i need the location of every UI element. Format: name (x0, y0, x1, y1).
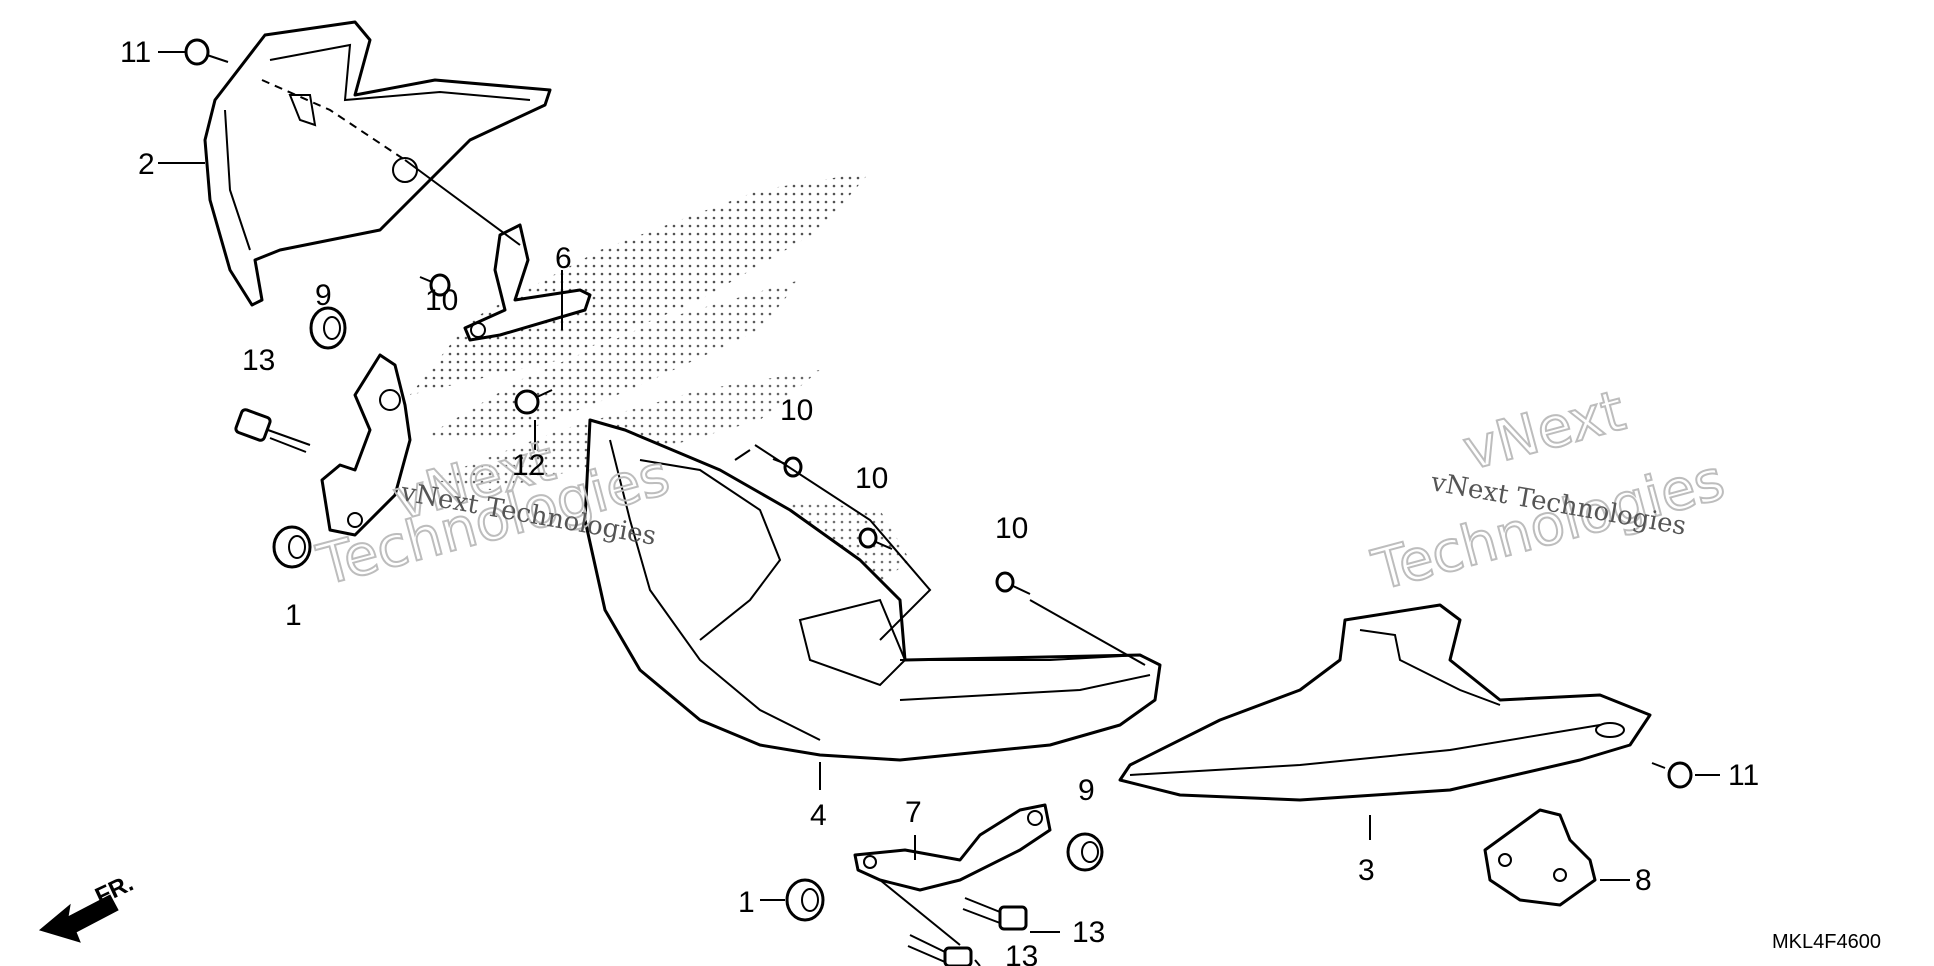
callout-8: 8 (1635, 864, 1652, 897)
grommet-part-9-upper[interactable] (309, 306, 347, 350)
callout-11-right: 11 (1728, 759, 1759, 792)
screw-part-12[interactable] (514, 389, 553, 415)
callout-10-d: 10 (995, 512, 1028, 545)
bracket-left[interactable] (320, 353, 412, 537)
stay-part-6[interactable] (463, 223, 592, 342)
callout-1-left: 1 (285, 599, 302, 632)
arrow-left-icon (38, 894, 119, 943)
screw-part-10-d[interactable] (995, 571, 1031, 595)
grommet-part-1-left[interactable] (272, 525, 312, 569)
callout-13-lower-a: 13 (1072, 916, 1105, 949)
callout-4: 4 (810, 799, 827, 832)
under-cowl-part-4[interactable] (583, 418, 1162, 762)
front-direction-arrow: FR. (38, 870, 138, 943)
callout-11-top: 11 (120, 36, 151, 69)
watermark-brand-top-right: vNext (1457, 378, 1632, 483)
callout-13-lower-b: 13 (1005, 940, 1038, 966)
callout-9-lower: 9 (1078, 774, 1095, 807)
bolt-part-13-left[interactable] (234, 408, 311, 453)
screw-part-11-right[interactable] (1651, 761, 1693, 789)
watermark-right: vNext Technologies vNext Technologies (1365, 377, 1732, 604)
bolt-part-13-lower-b[interactable] (907, 934, 973, 966)
screw-part-10-a[interactable] (419, 273, 451, 297)
callout-10-a: 10 (425, 284, 458, 317)
callout-7: 7 (905, 796, 922, 829)
callout-9-upper: 9 (315, 279, 332, 312)
screw-part-11-top[interactable] (184, 38, 229, 66)
callouts: 11 2 9 13 1 6 10 12 10 10 10 4 7 9 1 13 … (120, 36, 1759, 966)
leader-lines (158, 51, 1720, 966)
callout-12: 12 (512, 449, 545, 482)
screw-part-10-c[interactable] (858, 527, 893, 550)
diagram-code: MKL4F4600 (1772, 931, 1881, 953)
grommet-part-1-lower[interactable] (785, 878, 825, 922)
callout-1-lower: 1 (738, 886, 755, 919)
callout-6: 6 (555, 242, 572, 275)
bolt-part-13-lower-a[interactable] (962, 897, 1028, 931)
callout-3: 3 (1358, 854, 1375, 887)
bracket-part-7[interactable] (853, 803, 1052, 892)
callout-10-c: 10 (855, 462, 888, 495)
callout-10-b: 10 (780, 394, 813, 427)
callout-2: 2 (138, 148, 155, 181)
bracket-part-8[interactable] (1483, 808, 1597, 907)
side-cowl-part-3[interactable] (1118, 603, 1652, 802)
grommet-part-9-lower[interactable] (1066, 832, 1104, 872)
callout-13-left: 13 (242, 344, 275, 377)
